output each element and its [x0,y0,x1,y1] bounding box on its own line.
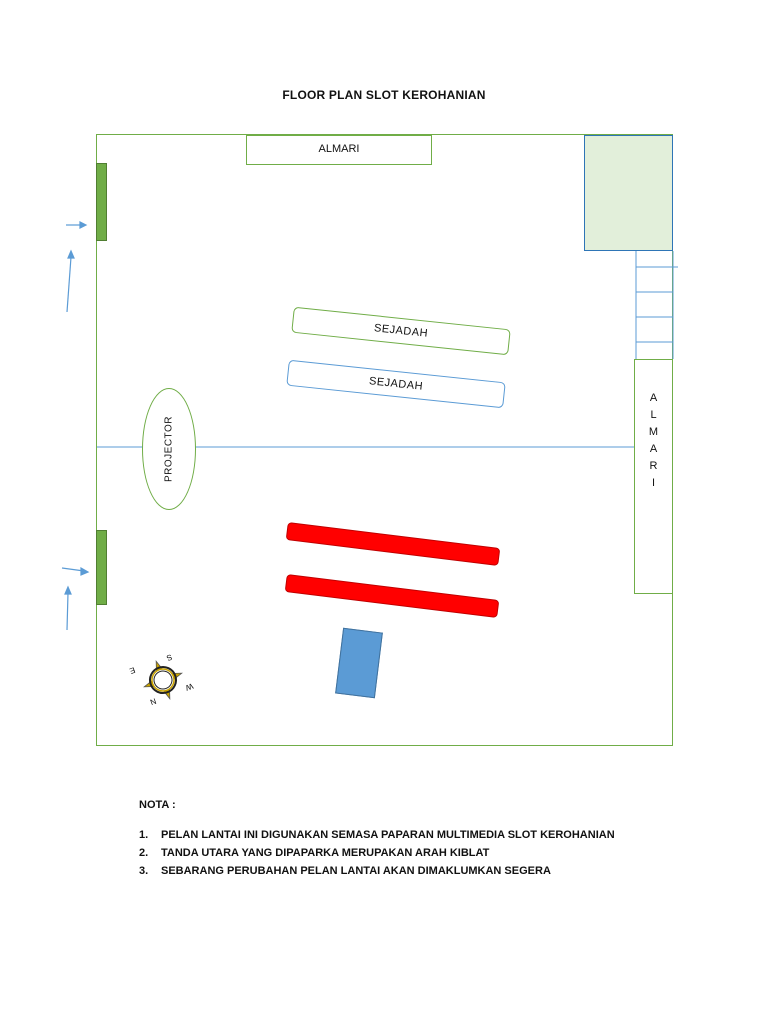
nota-number: 1. [139,829,149,841]
compass-letter: W [184,681,195,692]
almari-letter: M [648,426,659,438]
nota-item: 3. SEBARANG PERUBAHAN PELAN LANTAI AKAN D… [139,862,615,880]
nota-number: 2. [139,847,149,859]
door-bottom [96,530,107,605]
arrow-icon [79,221,88,229]
nota-text: PELAN LANTAI INI DIGUNAKAN SEMASA PAPARA… [161,829,615,841]
almari-letter: A [649,443,658,455]
shelf-box [584,135,673,251]
nota-text: TANDA UTARA YANG DIPAPARKA MERUPAKAN ARA… [161,847,490,859]
arrow-icon [67,249,75,259]
nota-item: 1. PELAN LANTAI INI DIGUNAKAN SEMASA PAPA… [139,826,615,844]
entrance-arrows [61,221,90,631]
almari-letter: A [649,392,658,404]
arrow-icon [80,566,90,576]
almari-letter: R [649,460,658,472]
arrow-icon [64,585,72,595]
nota-heading: NOTA : [139,799,176,811]
compass-letter: E [128,665,136,675]
compass-letter: N [149,696,158,707]
almari-top: ALMARI [246,135,432,165]
compass-letter: S [165,652,173,662]
nota-number: 3. [139,865,149,877]
almari-letter: I [651,477,656,489]
nota-text: SEBARANG PERUBAHAN PELAN LANTAI AKAN DIM… [161,865,551,877]
nota-list: 1. PELAN LANTAI INI DIGUNAKAN SEMASA PAPA… [139,826,615,880]
projector-ellipse [142,388,196,510]
almari-letter: L [650,409,657,421]
page-title: FLOOR PLAN SLOT KEROHANIAN [282,88,486,102]
almari-right: A L M A R I [634,359,673,594]
door-top [96,163,107,241]
nota-item: 2. TANDA UTARA YANG DIPAPARKA MERUPAKAN A… [139,844,615,862]
